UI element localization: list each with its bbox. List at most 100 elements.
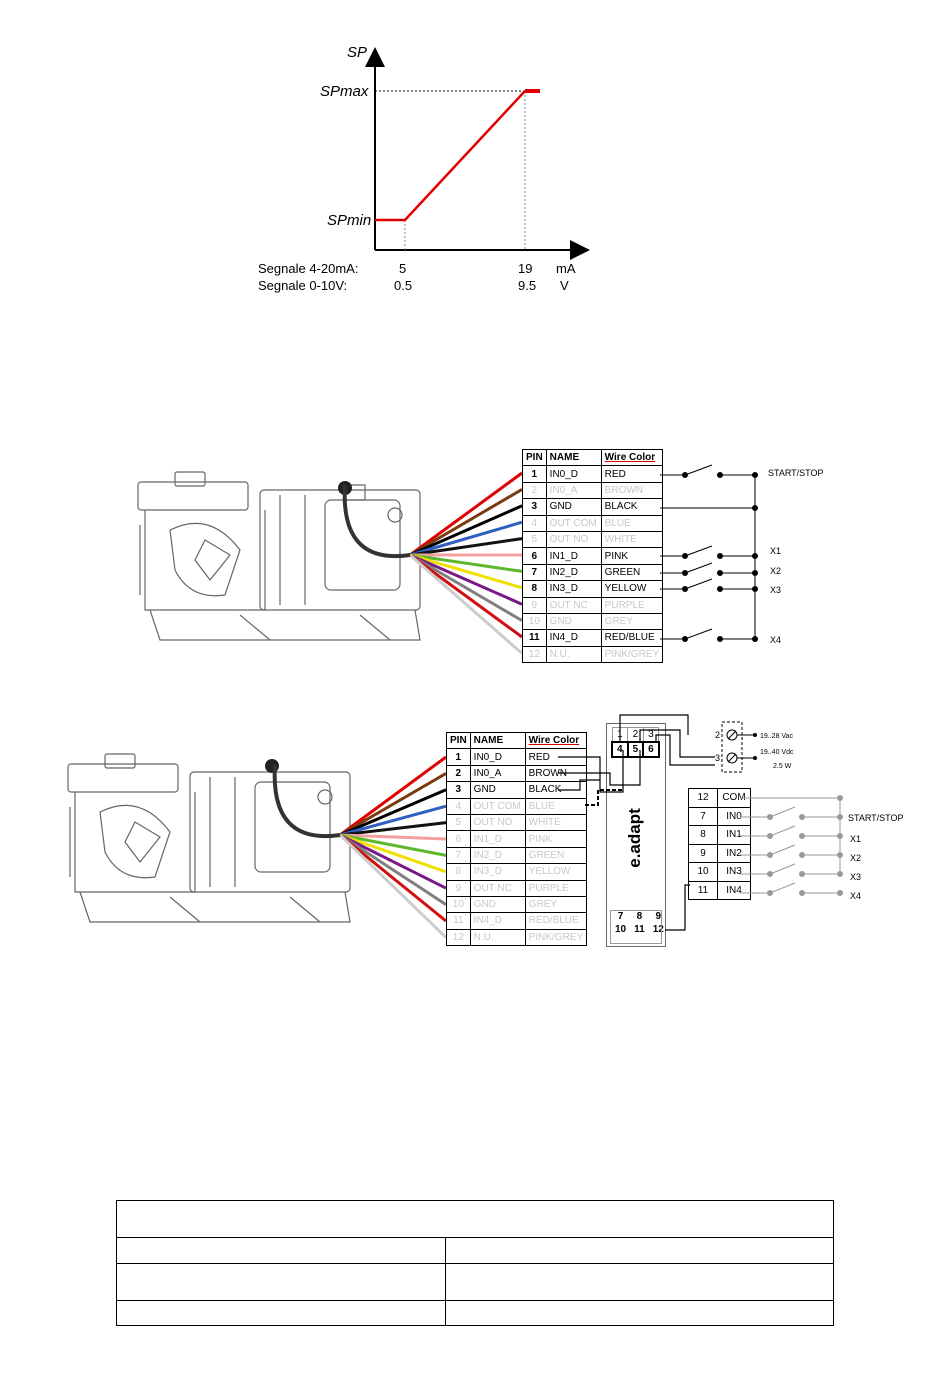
wire-color: GREEN [600, 563, 664, 582]
io-terminal-name: IN4 [717, 880, 751, 900]
wire-harness-1 [342, 471, 523, 655]
bottom-table-header [116, 1200, 834, 1238]
wire [409, 553, 523, 639]
pin-name: GND [469, 895, 526, 914]
io-terminal-number: 10 [688, 862, 718, 882]
x4-label-1: X4 [770, 635, 781, 645]
wire [339, 833, 447, 841]
pin-number: 6 [522, 547, 547, 565]
io-terminal-number: 7 [688, 806, 718, 826]
pin-header: PIN [446, 731, 471, 750]
io-terminal-number: 11 [688, 880, 718, 900]
spmax-label: SPmax [320, 83, 369, 100]
setpoint-graph: SP SPmax SPmin Segnale 4-20mA: 5 19 mA S… [258, 44, 590, 293]
pin-number: 9 [446, 879, 471, 897]
eadapt-bottom-frame [610, 910, 662, 944]
signal-row1-unit: mA [556, 261, 576, 276]
wire-color-header: Wire Color [600, 448, 664, 467]
bottom-table [115, 1200, 834, 1326]
bottom-table-cell [115, 1263, 447, 1301]
terminal-9: 9 [655, 911, 662, 922]
wire-color: PURPLE [600, 596, 664, 614]
cable [342, 484, 411, 559]
pin-number: 2 [522, 481, 547, 500]
wire [339, 772, 447, 837]
pin-name: N.U. [545, 645, 602, 664]
pin-name: IN1_D [545, 547, 602, 565]
pin-name: IN4_D [469, 912, 526, 930]
wire [409, 471, 523, 557]
wire-color: RED/BLUE [600, 629, 664, 647]
wire [409, 504, 523, 557]
wire-color: YELLOW [600, 580, 664, 598]
bottom-table-cell [445, 1300, 834, 1326]
signal-row2-high: 9.5 [518, 278, 536, 293]
pin-number: 9 [522, 596, 547, 614]
bottom-table-cell [445, 1237, 834, 1264]
wire-color: BLUE [600, 514, 664, 532]
eadapt-module [606, 723, 666, 947]
wire [339, 833, 447, 874]
terminal-6: 6 [642, 741, 660, 758]
wire [409, 537, 523, 557]
pin-name: GND [545, 498, 602, 516]
x3-label-1: X3 [770, 585, 781, 595]
supply-vdc: 19..40 Vdc [760, 749, 794, 756]
pump-illustration-1 [137, 471, 421, 641]
pin-name: GND [545, 612, 602, 631]
switch-wiring-1: START/STOP X1 X2 X3 X4 [660, 464, 824, 645]
eadapt-connections [558, 714, 715, 931]
wire [339, 788, 447, 837]
signal-row1-low: 5 [399, 261, 406, 276]
power-supply-symbol: 2 3 19..28 Vac 19..40 Vdc 2.5 W [715, 721, 794, 773]
pin-number: 10 [522, 612, 547, 631]
terminal-11: 11 [634, 924, 645, 935]
x3-label-2: X3 [850, 872, 861, 882]
wire [409, 553, 523, 655]
pin-name: OUT NC [545, 596, 602, 614]
switch-wiring-2: START/STOP X1 X2 X3 X4 [740, 795, 904, 901]
wire-color: PINK/GREY [524, 928, 588, 947]
pin-number: 5 [446, 813, 471, 832]
signal-row1-label: Segnale 4-20mA: [258, 261, 358, 276]
wire [409, 553, 523, 622]
wire-color: RED [600, 465, 664, 483]
pin-name: OUT COM [469, 797, 526, 815]
pin-name: GND [469, 781, 526, 799]
x2-label-2: X2 [850, 853, 861, 863]
terminal-12: 12 [652, 924, 664, 935]
name-header: NAME [469, 731, 526, 750]
pin-number: 8 [522, 580, 547, 598]
pin-name: N.U. [469, 928, 526, 947]
pin-number: 2 [446, 764, 471, 783]
terminal-10: 10 [615, 924, 627, 935]
setpoint-curve [375, 90, 526, 222]
pin-number: 4 [446, 797, 471, 815]
io-terminal-number: 12 [688, 788, 718, 808]
wire-color: WHITE [600, 530, 664, 549]
terminal-7: 7 [617, 911, 624, 922]
pin-number: 7 [522, 563, 547, 582]
wire [409, 488, 523, 557]
wire [339, 833, 447, 906]
pin-name: IN0_A [545, 481, 602, 500]
pin-name: IN2_D [469, 846, 526, 865]
pin-name: IN4_D [545, 629, 602, 647]
